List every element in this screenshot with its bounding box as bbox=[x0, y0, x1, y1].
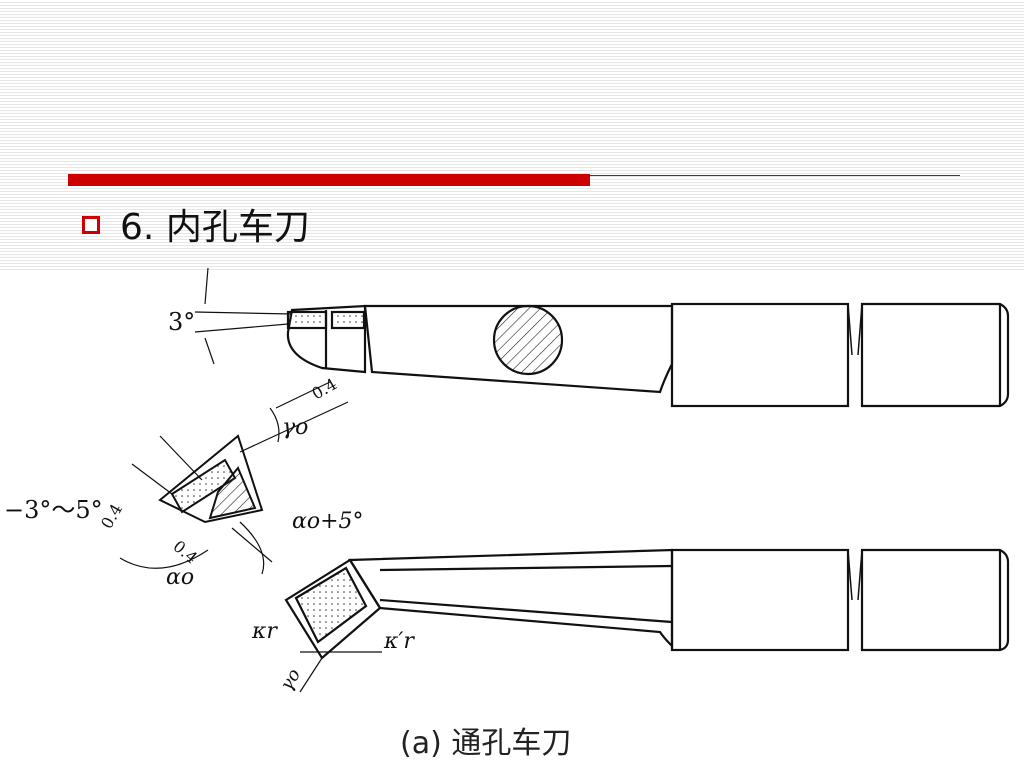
label-3-deg: 3° bbox=[168, 308, 195, 336]
cutting-head-section bbox=[119, 381, 349, 575]
slide-heading: 6. 内孔车刀 bbox=[120, 206, 310, 250]
title-rule-thick bbox=[68, 174, 590, 186]
label-alpha-o: αo bbox=[166, 565, 194, 590]
label-neg3-5-deg: −3°～5° bbox=[4, 496, 103, 524]
heading-text: 内孔车刀 bbox=[165, 207, 310, 248]
label-0.4-top: 0.4 bbox=[309, 374, 341, 403]
square-bullet-icon bbox=[82, 216, 100, 234]
tool-top-view bbox=[284, 548, 1010, 693]
header-stripes bbox=[0, 0, 1024, 270]
label-kappa-r-prime: κ′r bbox=[383, 629, 415, 654]
label-kappa-r: κr bbox=[251, 619, 278, 644]
angle-3-indicator bbox=[194, 267, 293, 365]
label-gamma-o: γo bbox=[282, 415, 308, 440]
figure-caption: (a) 通孔车刀 bbox=[400, 726, 572, 761]
heading-number: 6. bbox=[120, 207, 155, 248]
tool-side-view bbox=[286, 302, 1010, 408]
boring-tool-drawing: 3° γo 0.4 −3°～5° 0.4 0.4 αo αo+5° κr κ′r… bbox=[4, 267, 1010, 695]
title-rule-thin bbox=[590, 175, 960, 176]
label-alpha-o-plus5: αo+5° bbox=[292, 509, 364, 534]
label-0.4-bottom: 0.4 bbox=[169, 537, 201, 568]
